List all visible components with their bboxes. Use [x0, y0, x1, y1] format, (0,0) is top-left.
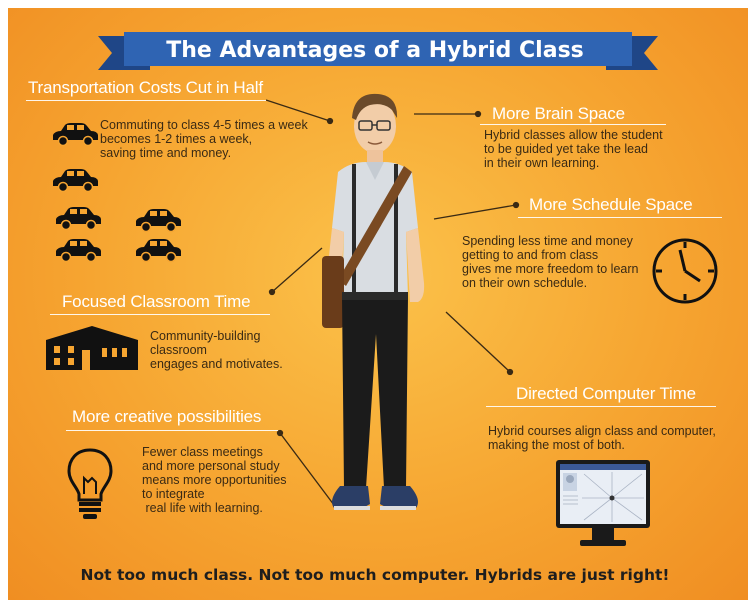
student-figure [322, 93, 425, 510]
car-icon [135, 238, 182, 263]
transport-line-2: becomes 1-2 times a week, [100, 132, 253, 146]
transport-rule [26, 100, 266, 101]
creative-rule [66, 430, 278, 431]
car-icon [55, 238, 102, 263]
car-icon [135, 208, 182, 233]
schedule-line-2: getting to and from class [462, 248, 599, 262]
banner-title: The Advantages of a Hybrid Class [166, 38, 584, 63]
banner-ribbon [98, 32, 658, 70]
car-icon [52, 122, 99, 147]
creative-line-4: to integrate [142, 487, 205, 501]
schedule-heading: More Schedule Space [529, 195, 693, 214]
brain-line-2: to be guided yet take the lead [484, 142, 649, 156]
classroom-line-2: classroom [150, 343, 207, 357]
car-icon [52, 168, 99, 193]
brain-heading: More Brain Space [492, 104, 625, 123]
brain-line-1: Hybrid classes allow the student [484, 128, 663, 142]
computer-line-1: Hybrid courses align class and computer, [488, 424, 716, 438]
monitor-icon [556, 460, 650, 546]
computer-rule [486, 406, 716, 407]
schedule-line-3: gives me more freedom to learn [462, 262, 639, 276]
creative-line-1: Fewer class meetings [142, 445, 263, 459]
classroom-heading: Focused Classroom Time [62, 292, 251, 311]
lightbulb-icon [67, 448, 113, 519]
computer-line-2: making the most of both. [488, 438, 625, 452]
car-icon [55, 206, 102, 231]
classroom-line-1: Community-building [150, 329, 261, 343]
classroom-line-3: engages and motivates. [150, 357, 283, 371]
transport-line-1: Commuting to class 4-5 times a week [100, 118, 308, 132]
computer-heading: Directed Computer Time [516, 384, 696, 403]
house-icon [46, 326, 138, 370]
creative-line-2: and more personal study [142, 459, 280, 473]
schedule-line-1: Spending less time and money [462, 234, 633, 248]
creative-line-3: means more opportunities [142, 473, 287, 487]
brain-line-3: in their own learning. [484, 156, 600, 170]
clock-icon [652, 238, 718, 304]
footer-tagline: Not too much class. Not too much compute… [80, 566, 670, 584]
schedule-line-4: on their own schedule. [462, 276, 588, 290]
transport-heading: Transportation Costs Cut in Half [28, 78, 263, 97]
transport-line-3: saving time and money. [100, 146, 232, 160]
classroom-rule [50, 314, 270, 315]
creative-line-5: real life with learning. [142, 501, 263, 515]
schedule-rule [518, 217, 722, 218]
brain-rule [480, 124, 666, 125]
creative-heading: More creative possibilities [72, 407, 262, 426]
